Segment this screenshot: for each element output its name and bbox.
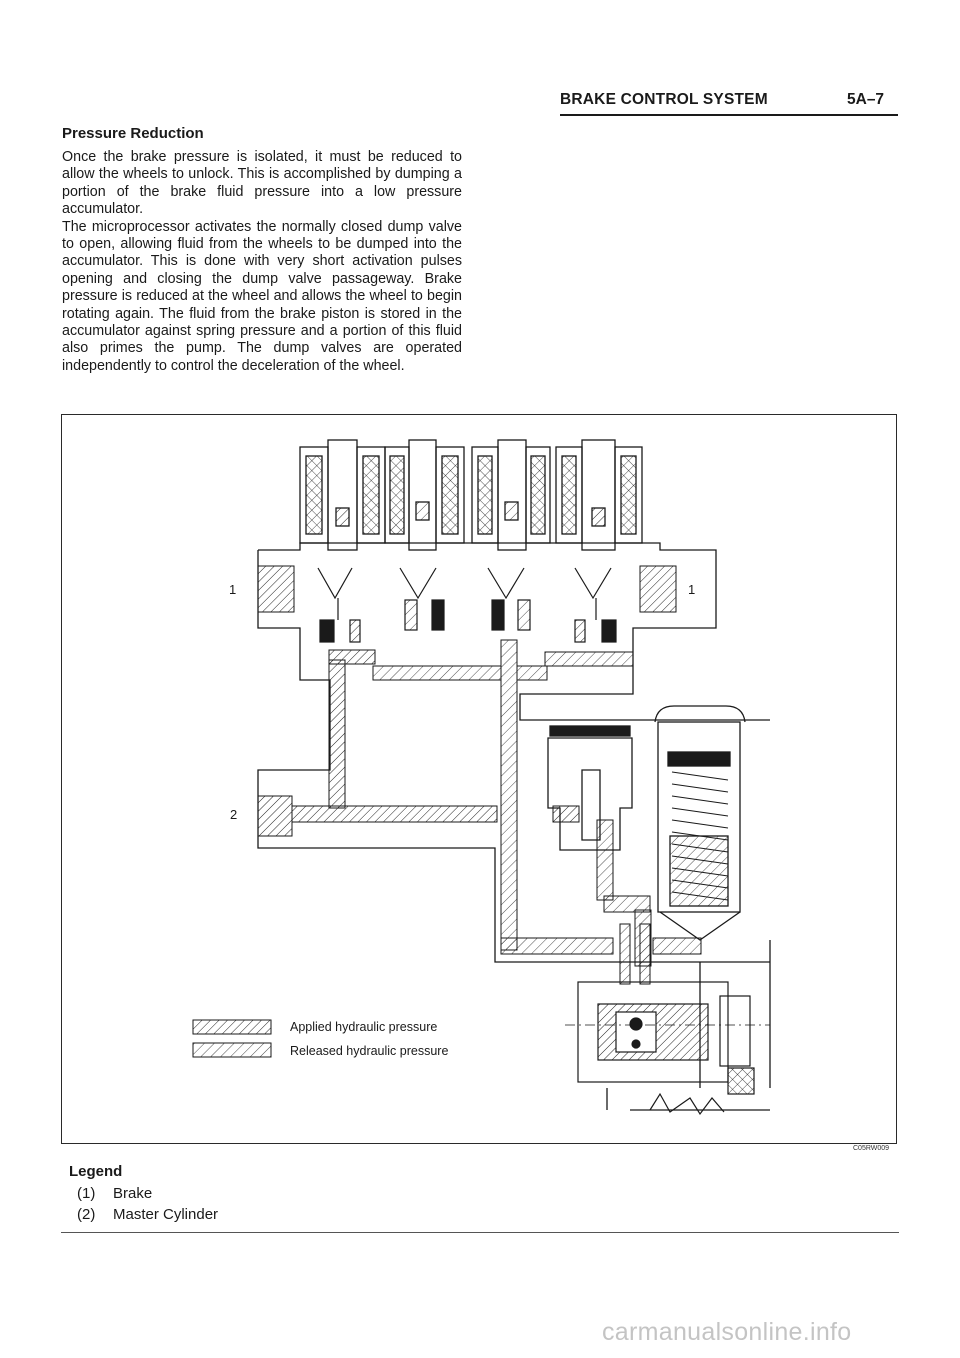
callout-master-cylinder: 2 — [230, 807, 237, 822]
master-cylinder-port — [257, 795, 293, 837]
piston-chamber — [547, 737, 633, 851]
pump-break-line — [649, 1092, 725, 1116]
piston-seal — [549, 725, 631, 737]
callout-brake-left: 1 — [229, 582, 236, 597]
valve-seat — [317, 567, 353, 620]
applied-passage — [328, 649, 376, 665]
figure-code: C05RW009 — [853, 1145, 890, 1152]
solenoid-coil — [471, 439, 551, 551]
header-page-number: 5A–7 — [847, 91, 885, 108]
brake-port — [639, 565, 677, 613]
pump-cam — [719, 995, 751, 1067]
watermark: carmanualsonline.info — [602, 1318, 852, 1346]
accumulator-spring-guide — [669, 835, 729, 907]
legend-item-number: (1) — [77, 1185, 96, 1202]
body-paragraph: The microprocessor activates the normall… — [62, 218, 462, 374]
key-applied-swatch — [192, 1019, 272, 1035]
pump-end-cap — [727, 1067, 755, 1095]
callout-brake-right: 1 — [688, 582, 695, 597]
valve-plunger — [491, 599, 505, 631]
valve-plunger — [349, 619, 361, 643]
bottom-rule — [61, 1232, 899, 1233]
body-paragraph: Once the brake pressure is isolated, it … — [62, 149, 462, 218]
valve-plunger — [574, 619, 586, 643]
figure-frame — [61, 414, 897, 1144]
valve-body-outline — [258, 542, 770, 721]
released-passage — [544, 651, 634, 667]
solenoid-coil — [299, 439, 386, 551]
released-passage — [619, 923, 631, 985]
released-passage — [500, 639, 518, 951]
released-passage — [639, 923, 651, 985]
applied-passage — [291, 805, 498, 823]
section-heading: Pressure Reduction — [62, 125, 204, 142]
released-passage — [603, 895, 651, 913]
released-passage — [500, 937, 614, 955]
valve-plunger — [319, 619, 335, 643]
accumulator-piston — [667, 751, 731, 767]
released-passage — [652, 937, 702, 955]
accumulator-housing — [657, 721, 741, 913]
legend-item: (1) Brake — [77, 1185, 152, 1202]
released-passage — [516, 665, 548, 681]
check-ball — [629, 1017, 643, 1031]
valve-plunger — [517, 599, 531, 631]
valve-seat — [399, 567, 437, 600]
valve-plunger — [601, 619, 617, 643]
solenoid-coil — [384, 439, 465, 551]
key-released-swatch — [192, 1042, 272, 1058]
piston-slot — [581, 769, 601, 841]
valve-plunger — [404, 599, 418, 631]
valve-plunger — [431, 599, 445, 631]
legend-item-label: Brake — [113, 1185, 153, 1202]
valve-seat — [487, 567, 525, 600]
released-passage — [372, 665, 502, 681]
header-rule — [560, 114, 898, 116]
applied-passage — [328, 659, 346, 809]
legend-item-number: (2) — [77, 1206, 96, 1223]
legend-title: Legend — [69, 1163, 123, 1180]
key-applied-label: Applied hydraulic pressure — [290, 1020, 437, 1034]
header-section-title: BRAKE CONTROL SYSTEM — [560, 91, 768, 108]
hydraulic-diagram: 1 1 2 Applied hydraulic pressure Release… — [192, 439, 771, 1116]
accumulator-base — [659, 911, 741, 941]
key-released-label: Released hydraulic pressure — [290, 1044, 448, 1058]
pump-housing — [577, 981, 729, 1083]
check-ball — [631, 1039, 641, 1049]
body-text: Once the brake pressure is isolated, it … — [62, 149, 462, 375]
legend-item: (2) Master Cylinder — [77, 1206, 218, 1223]
solenoid-coil — [555, 439, 643, 551]
brake-port — [257, 565, 295, 613]
accumulator-cap — [654, 705, 746, 723]
legend-item-label: Master Cylinder — [113, 1206, 219, 1223]
valve-seat — [574, 567, 612, 620]
